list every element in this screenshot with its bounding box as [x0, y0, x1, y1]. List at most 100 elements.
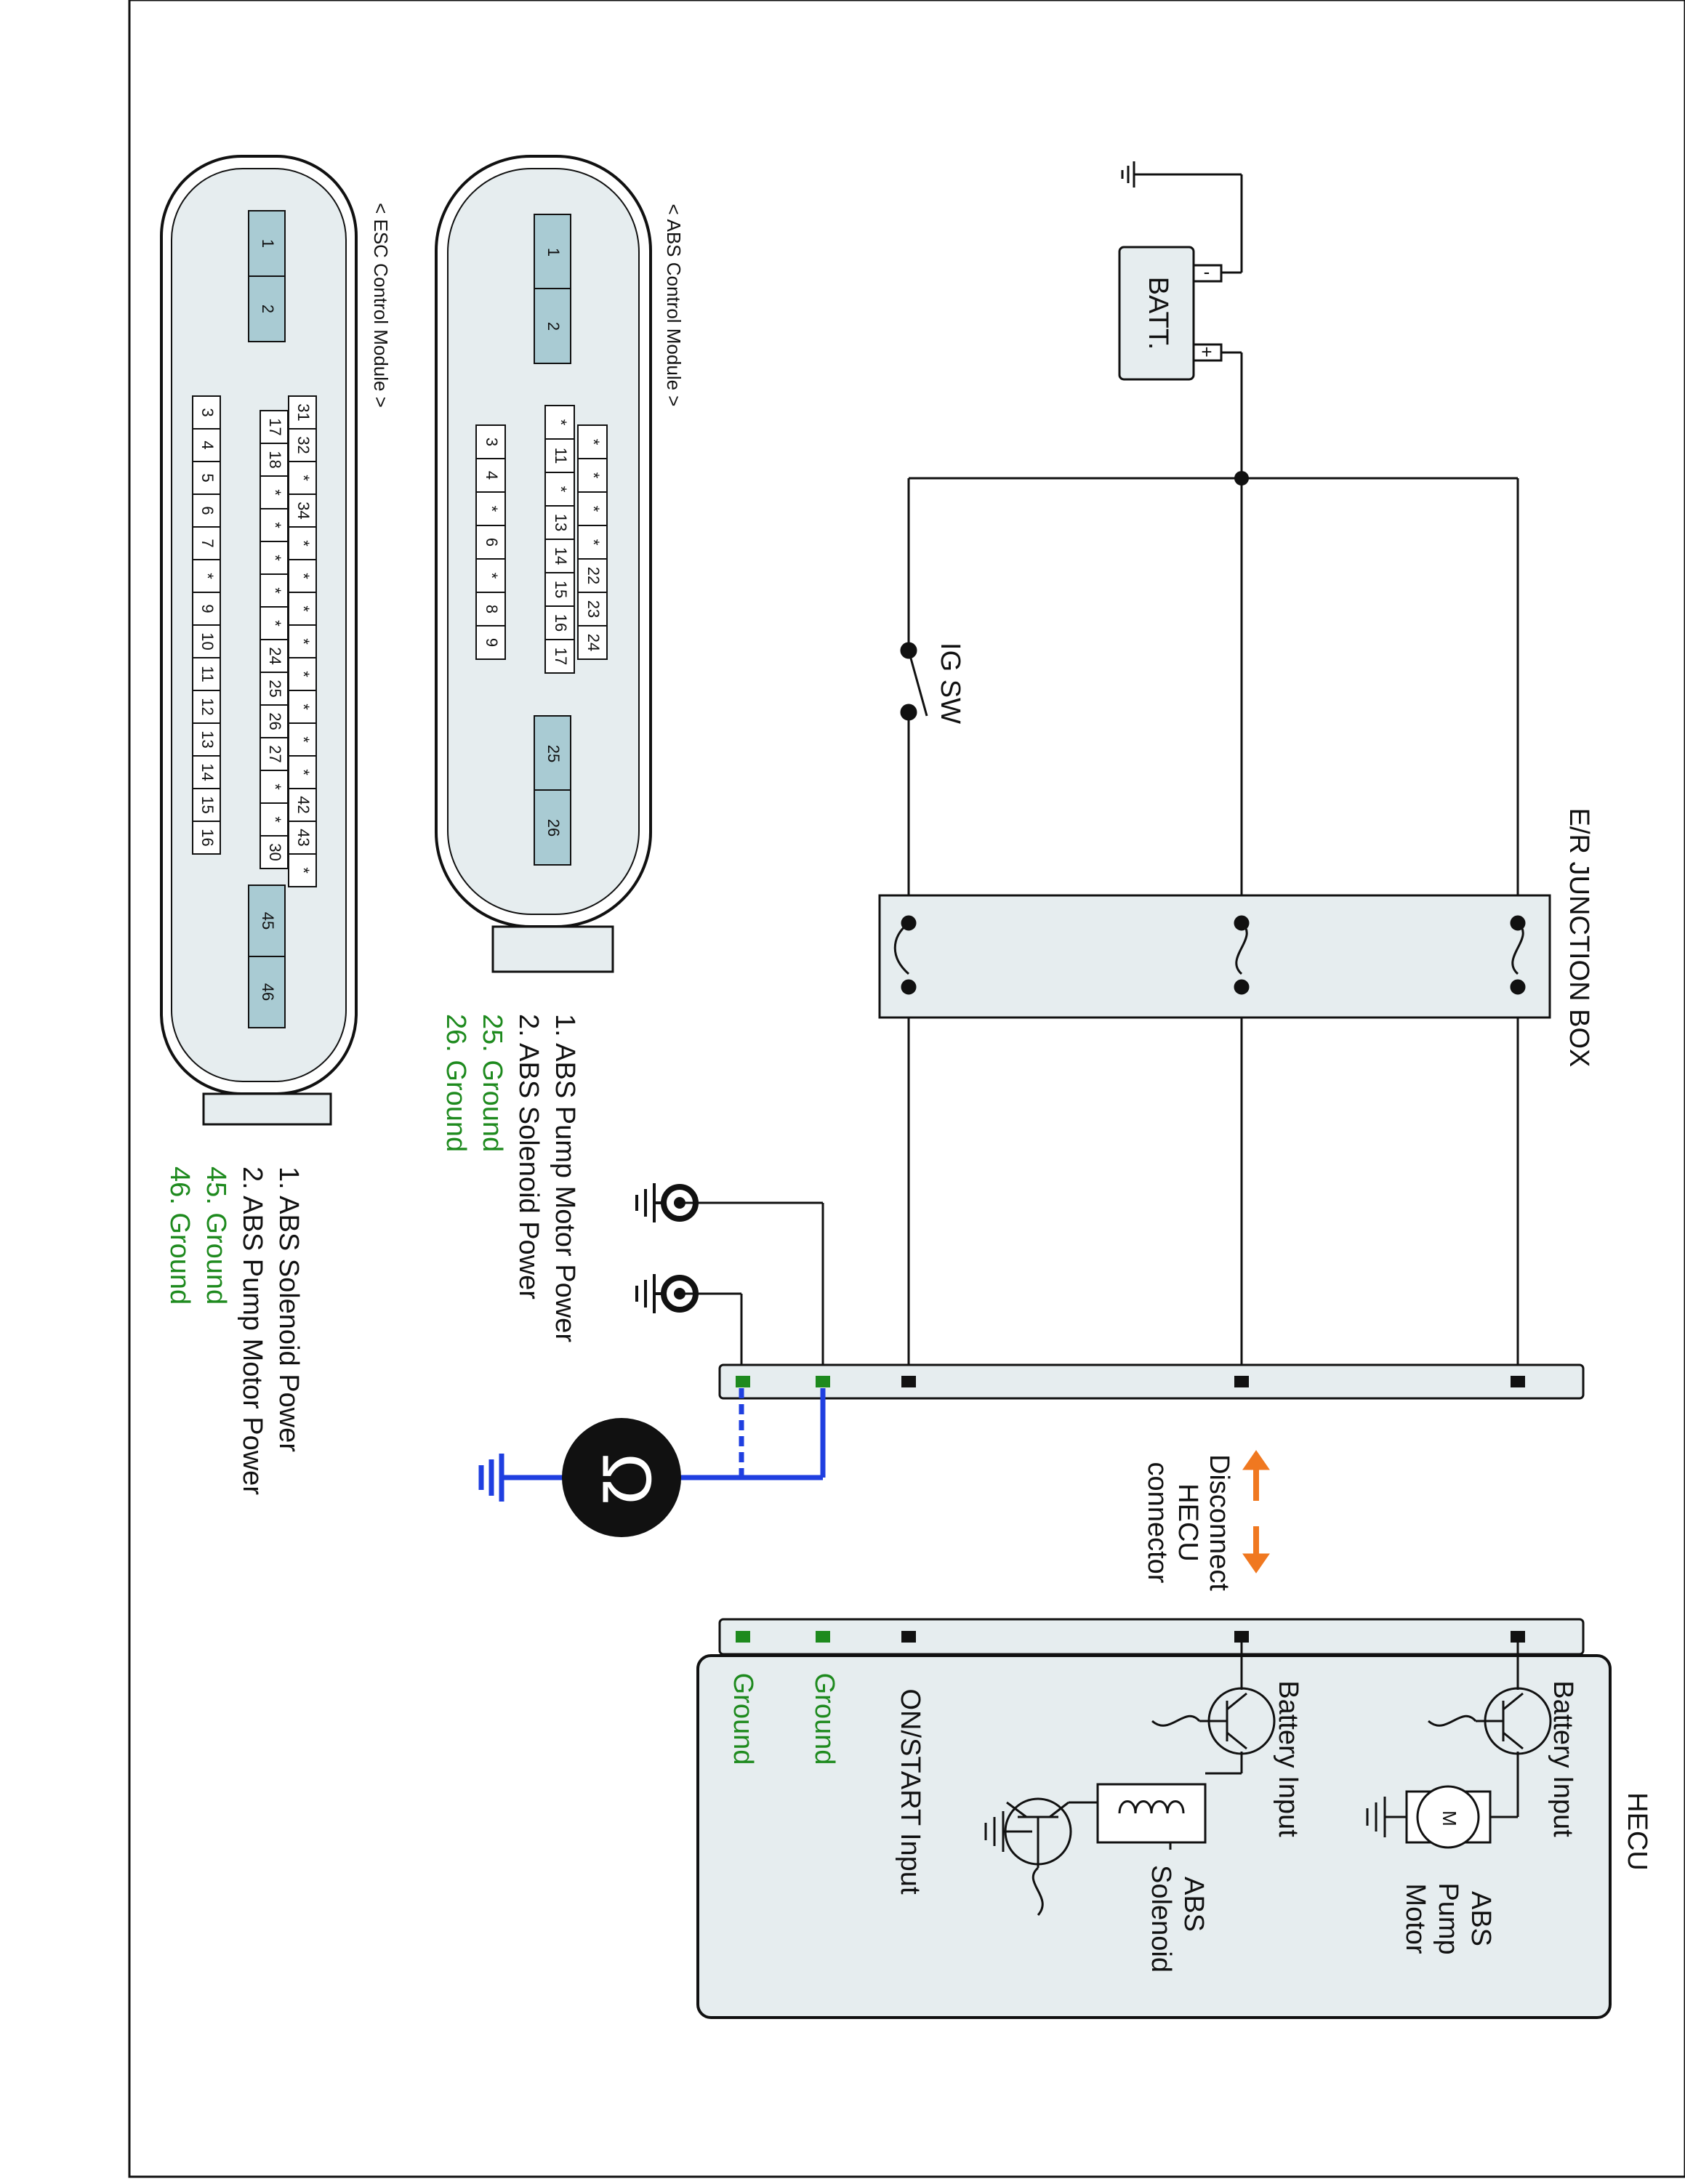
battery-input-label-1: Battery Input [1548, 1680, 1578, 1837]
abs-pin-row-c-cell [475, 424, 506, 459]
esc-pin-row-a-cell [288, 559, 317, 593]
esc-pin-row-c-cell [192, 624, 221, 658]
abs-pin-row-b-label: 11 [552, 448, 570, 464]
ground-icon [1121, 161, 1135, 188]
hecu-internal-wires [1003, 1643, 1519, 1850]
ground-icon [635, 1274, 699, 1313]
abs-pin-row-c-cell [475, 458, 506, 493]
esc-pin-row-c-cell [192, 493, 221, 528]
ground-icon [635, 1183, 699, 1222]
esc-pin-row-b-label: 26 [266, 712, 284, 730]
abs-pin-row-b-label: * [552, 419, 570, 426]
abs-big-pin: 26 [544, 819, 563, 837]
on-start-input-label: ON/START Input [895, 1689, 925, 1895]
esc-pin-row-a-cell [288, 428, 317, 462]
ground-label-2: Ground [728, 1673, 758, 1765]
abs-pin-row-b-cell [544, 539, 575, 573]
esc-pin-row-c-label: 5 [198, 473, 217, 482]
abs-pin-row-b-cell [544, 572, 575, 607]
esc-pin-row-c-cell [192, 821, 221, 855]
ground-label-1: Ground [809, 1673, 840, 1765]
esc-legend-item: 46. Ground [164, 1166, 195, 1305]
esc-pin-row-b-cell [260, 770, 289, 804]
esc-pin-row-b-label: * [266, 489, 284, 496]
abs-pin-row-c-label: 6 [483, 538, 501, 547]
abs-module-title: < ABS Control Module > [663, 204, 685, 407]
esc-big-pin: 1 [259, 239, 277, 248]
abs-pin-row-c-label: 8 [483, 605, 501, 613]
abs-pin-row-a-cell [577, 625, 608, 660]
esc-pin-row-b-cell [260, 672, 289, 706]
esc-pin-row-b-cell [260, 639, 289, 673]
esc-pin-row-c-label: 6 [198, 506, 217, 515]
esc-pin-row-a-cell [288, 526, 317, 560]
abs-big-pin: 25 [544, 745, 563, 762]
hecu-label: HECU [1622, 1792, 1652, 1871]
esc-pin-row-c-label: 7 [198, 539, 217, 547]
esc-pin-row-c-label: 14 [198, 763, 217, 781]
abs-pin-row-b-cell [544, 505, 575, 540]
abs-pin-row-b-cell [544, 438, 575, 473]
esc-pin-row-a-label: * [294, 671, 313, 677]
ohmmeter-icon: Ω [562, 1418, 681, 1537]
fuse-icon [893, 915, 917, 995]
esc-pin-row-c-cell [192, 461, 221, 495]
ground-icon [984, 1811, 1005, 1852]
abs-solenoid-label-2: Solenoid [1146, 1865, 1176, 1973]
esc-big-pin: 45 [259, 912, 277, 930]
esc-pin-row-a-label: * [294, 736, 313, 743]
abs-pin-row-a-cell [577, 558, 608, 593]
battery-input-label-2: Battery Input [1273, 1680, 1303, 1837]
esc-pin-row-c-label: 9 [198, 604, 217, 613]
abs-pin-row-a-label: * [584, 506, 603, 512]
esc-pin-row-c-label: 12 [198, 698, 217, 715]
esc-pin-row-c-cell [192, 755, 221, 789]
battery-label: BATT. [1143, 277, 1173, 350]
abs-pin-row-b-label: 16 [552, 614, 570, 632]
esc-pin-row-b-label: * [266, 783, 284, 790]
abs-pin-row-b-label: 15 [552, 581, 570, 598]
abs-solenoid-label-1: ABS [1178, 1877, 1209, 1932]
esc-pin-row-a-cell [288, 853, 317, 887]
esc-pin-row-c-label: 15 [198, 796, 217, 813]
esc-pin-row-b-label: 30 [266, 843, 284, 861]
esc-pin-row-b-label: 25 [266, 680, 284, 697]
abs-pin-row-b-label: * [552, 486, 570, 493]
esc-big-pin: 2 [259, 305, 277, 313]
esc-pin-row-b-label: * [266, 522, 284, 528]
esc-pin-row-b-cell [260, 835, 289, 869]
esc-pin-row-a-cell [288, 690, 317, 724]
esc-pin-row-b-cell [260, 737, 289, 771]
esc-pin-row-a-cell [288, 722, 317, 757]
abs-pin-row-a-cell [577, 592, 608, 626]
esc-pin-row-c-label: * [198, 573, 217, 579]
esc-pin-row-a-label: 43 [294, 829, 313, 846]
esc-pin-row-b-label: * [266, 816, 284, 823]
abs-pin-row-a-label: * [584, 439, 603, 446]
abs-legend-item: 25. Ground [477, 1014, 507, 1152]
abs-pin-row-a-cell [577, 458, 608, 493]
esc-pin-row-a-label: * [294, 605, 313, 612]
abs-pin-row-a-label: 24 [584, 634, 603, 651]
transistor-icon [1004, 1797, 1098, 1916]
power-circuit [680, 173, 1519, 1381]
transistor-icon [1428, 1687, 1552, 1755]
abs-pin-row-b-cell [544, 639, 575, 674]
abs-big-pin: 2 [544, 322, 563, 331]
esc-pin-row-c-cell [192, 592, 221, 626]
esc-big-pin: 46 [259, 983, 277, 1001]
abs-pin-row-c-label: * [483, 506, 501, 512]
esc-pin-row-b-label: * [266, 620, 284, 626]
test-leads [478, 1388, 826, 1502]
esc-pin-row-a-label: * [294, 769, 313, 775]
esc-pin-row-c-label: 4 [198, 440, 217, 449]
battery-plus-label: + [1201, 341, 1212, 363]
fuse-icon [1510, 915, 1526, 995]
abs-pin-row-a-label: 22 [584, 567, 603, 584]
esc-pin-row-b-label: * [266, 587, 284, 594]
ohmmeter-symbol: Ω [588, 1453, 666, 1505]
arrow-icon [1242, 1450, 1270, 1573]
